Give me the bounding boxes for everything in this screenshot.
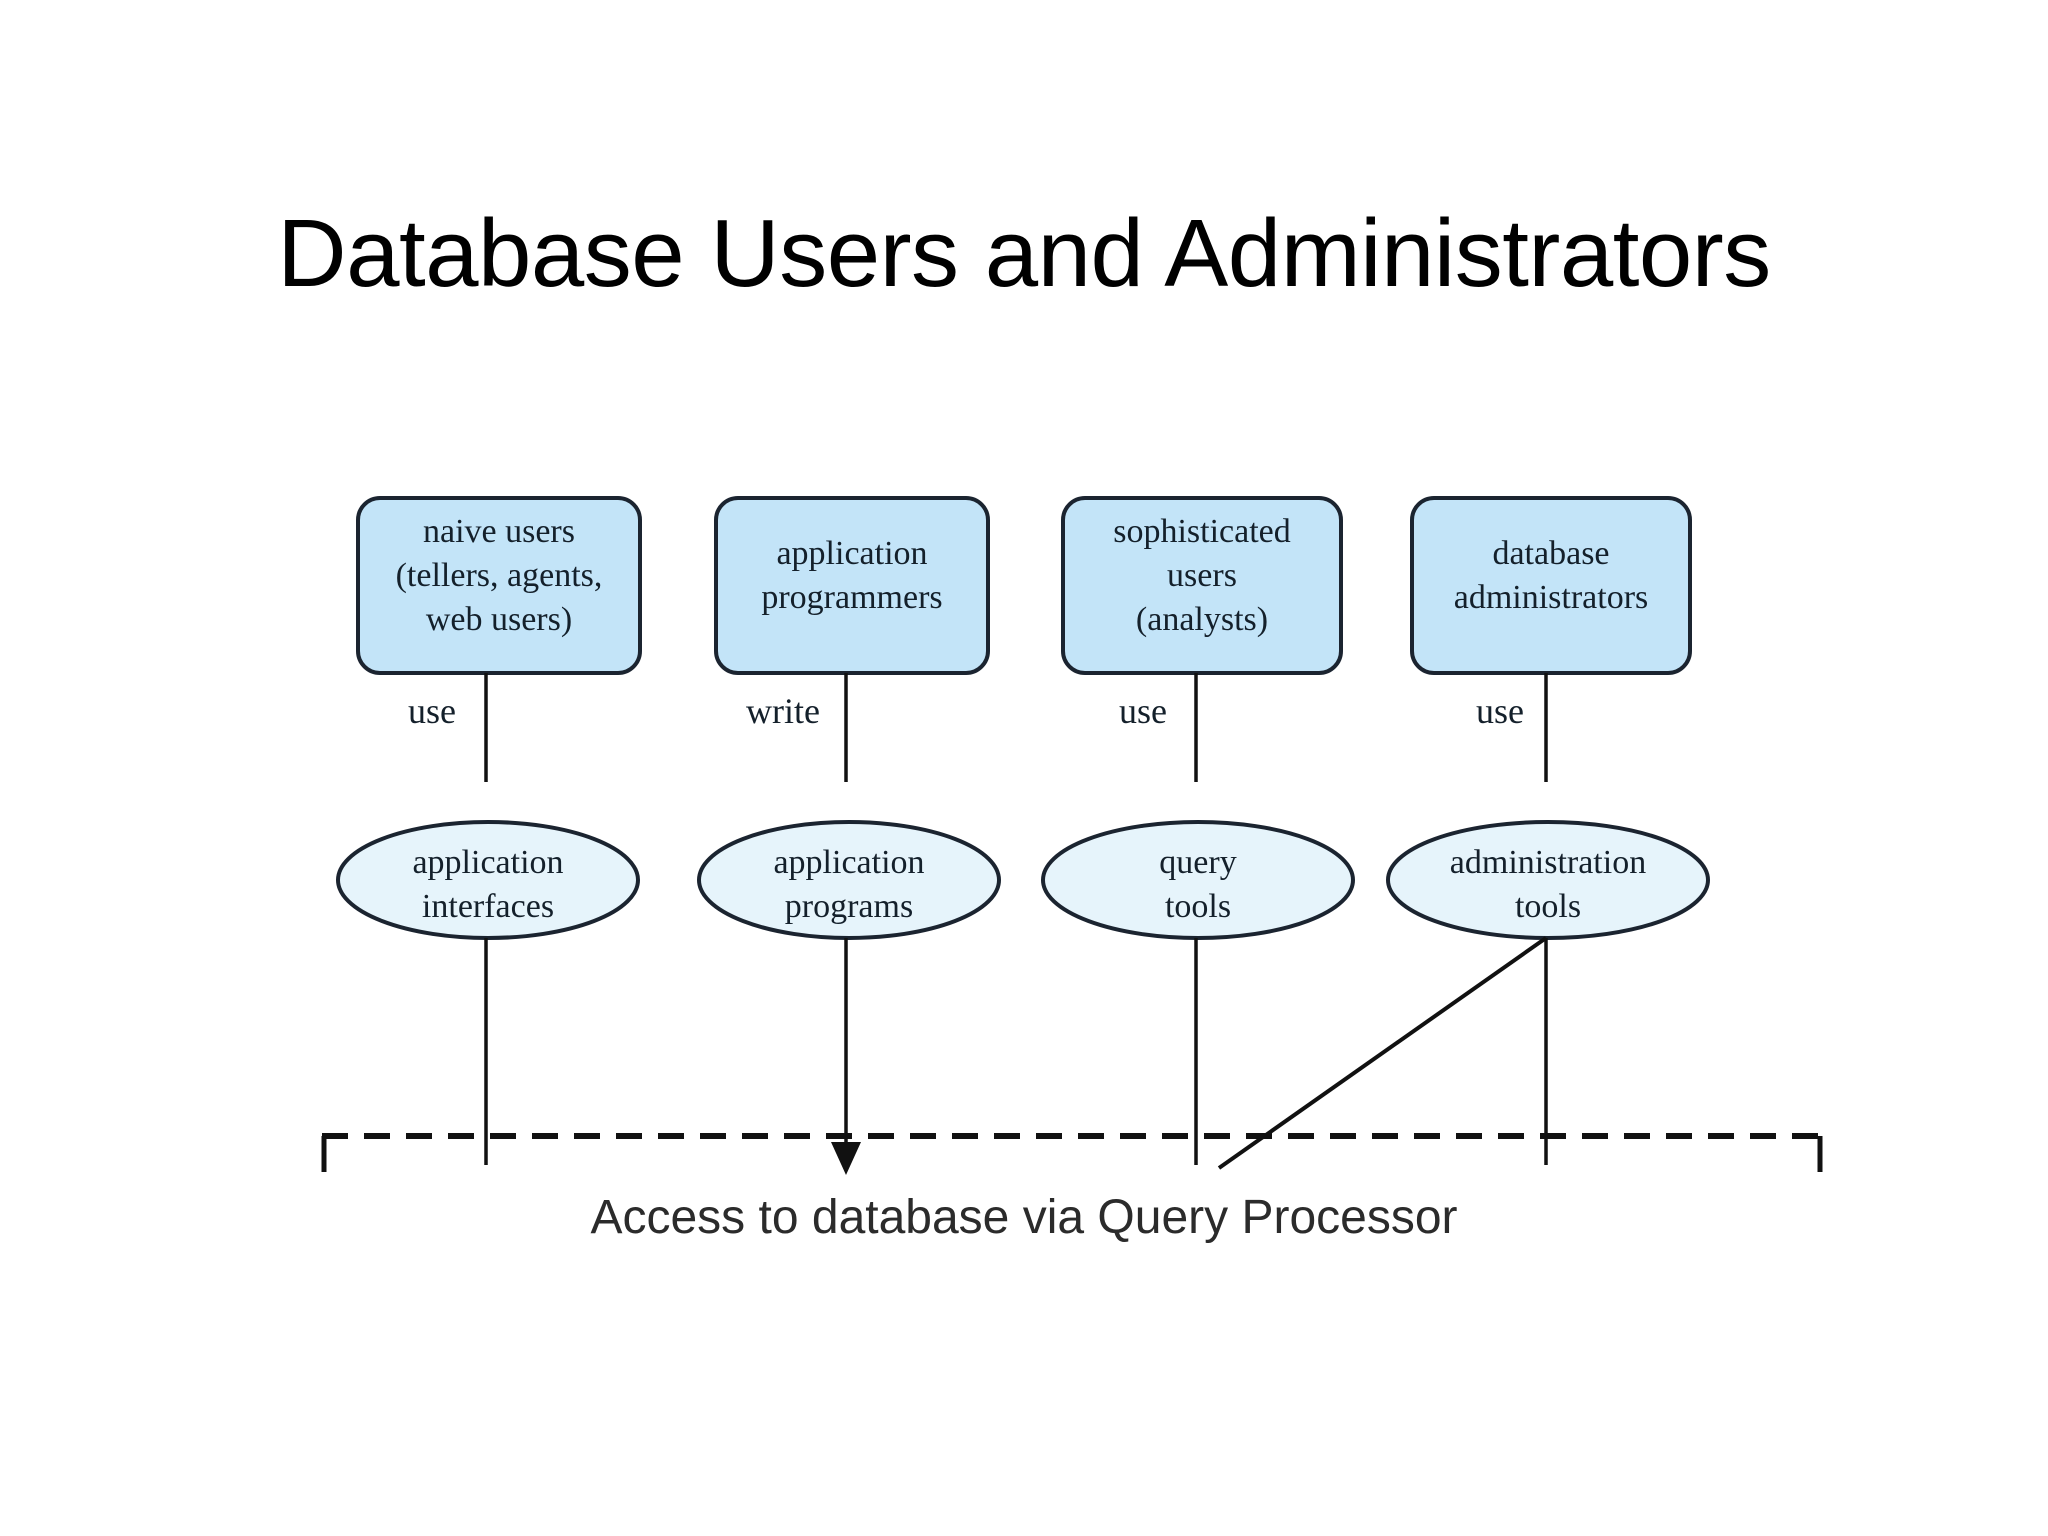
actor-box-shape — [1410, 496, 1692, 675]
actor-box-shape — [1061, 496, 1343, 675]
edge-label-write: write — [746, 691, 820, 731]
actor-node-naive-users[interactable]: naive users (tellers, agents, web users) — [356, 496, 642, 675]
actor-box-shape — [356, 496, 642, 675]
actor-node-sophisticated-users[interactable]: sophisticated users (analysts) — [1061, 496, 1343, 675]
tool-label-line-2: interfaces — [422, 888, 554, 925]
database-boundary — [321, 1133, 1823, 1172]
actor-node-application-programmers[interactable]: application programmers — [714, 496, 990, 675]
arrowhead-icon — [831, 1142, 861, 1175]
tool-node-application-interfaces[interactable]: application interfaces — [336, 820, 640, 940]
tool-label-line-1: application — [773, 844, 924, 881]
tool-node-query-tools[interactable]: query tools — [1041, 820, 1355, 940]
actor-label-line-2: programmers — [761, 579, 942, 616]
users-and-administrators-diagram: naive users (tellers, agents, web users)… — [0, 430, 2048, 1230]
tool-ellipse-shape — [697, 820, 1001, 940]
actor-label-line-1: naive users — [423, 513, 575, 550]
tool-ellipse-shape — [1386, 820, 1710, 940]
actor-label-line-1: database — [1492, 535, 1609, 572]
actor-label-line-2: users — [1167, 557, 1237, 594]
tool-label-line-2: tools — [1515, 888, 1581, 925]
tool-label-line-1: administration — [1450, 844, 1646, 881]
tool-label-line-1: query — [1159, 844, 1236, 881]
actor-label-line-2: (tellers, agents, — [396, 557, 603, 594]
actor-label-line-3: (analysts) — [1136, 601, 1268, 638]
diagram-svg: naive users (tellers, agents, web users)… — [321, 496, 1823, 1175]
tool-node-application-programs[interactable]: application programs — [697, 820, 1001, 940]
actor-node-database-administrators[interactable]: database administrators — [1410, 496, 1692, 675]
tool-ellipse-shape — [336, 820, 640, 940]
actor-label-line-1: sophisticated — [1113, 513, 1291, 550]
page-title: Database Users and Administrators — [277, 200, 1771, 308]
tool-node-administration-tools[interactable]: administration tools — [1386, 820, 1710, 940]
edge-label-use-naive: use — [408, 691, 456, 731]
tool-label-line-2: tools — [1165, 888, 1231, 925]
actor-label-line-3: web users) — [426, 601, 572, 638]
tool-label-line-1: application — [412, 844, 563, 881]
tool-ellipse-shape — [1041, 820, 1355, 940]
edge-label-use-dba: use — [1476, 691, 1524, 731]
connector-application-programs-to-boundary — [831, 938, 861, 1175]
edge-label-use-sophisticated: use — [1119, 691, 1167, 731]
tool-label-line-2: programs — [785, 888, 913, 925]
actor-label-line-1: application — [776, 535, 927, 572]
actor-box-shape — [714, 496, 990, 675]
connector-administration-tools-diagonal — [1217, 936, 1548, 1170]
diagram-caption: Access to database via Query Processor — [590, 1191, 1458, 1244]
actor-label-line-2: administrators — [1454, 579, 1649, 616]
